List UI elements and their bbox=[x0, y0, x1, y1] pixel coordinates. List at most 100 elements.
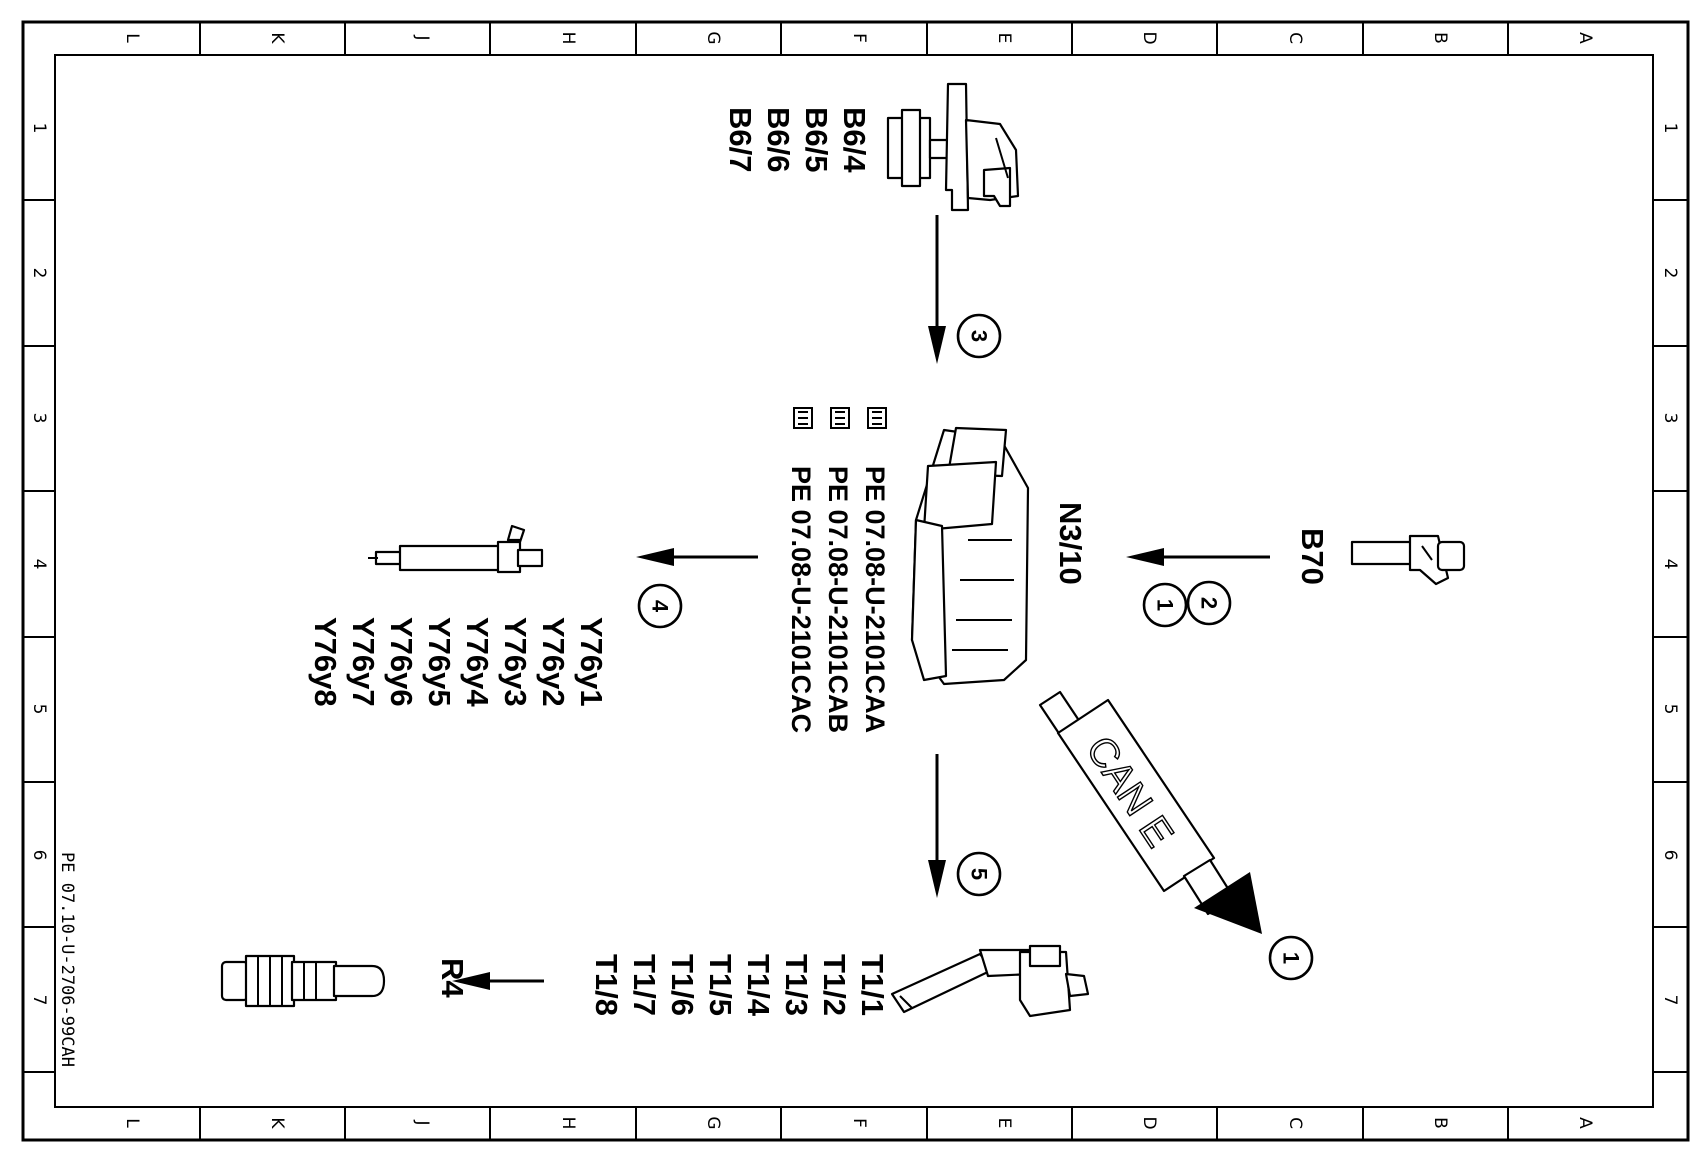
col-letter-top: G bbox=[703, 31, 723, 44]
pointing-hand-icon bbox=[830, 407, 850, 429]
column-letters-bottom: L K J H G F E D C B A bbox=[122, 1116, 1595, 1129]
row-numbers-right: 1 2 3 4 5 6 7 bbox=[1660, 123, 1680, 1006]
col-letter-top: C bbox=[1285, 32, 1305, 44]
arrow-4 bbox=[636, 548, 758, 566]
n3-10-label: N3/10 bbox=[1053, 502, 1088, 585]
t1-label: T1/5 bbox=[703, 954, 738, 1016]
t1-ignition-coil-icon bbox=[890, 944, 1090, 1018]
col-letter-top: D bbox=[1139, 31, 1159, 44]
y76-label: Y76y8 bbox=[308, 617, 343, 707]
callout-1b-number: 1 bbox=[1279, 952, 1304, 964]
row-number-left: 4 bbox=[29, 559, 49, 570]
b70-label: B70 bbox=[1295, 528, 1330, 585]
col-letter-bottom: G bbox=[703, 1116, 723, 1129]
b6-sensor-icon bbox=[886, 82, 1020, 212]
callout-4-number: 4 bbox=[648, 600, 673, 613]
row-number-right: 7 bbox=[1660, 995, 1680, 1006]
row-number-right: 3 bbox=[1660, 413, 1680, 424]
t1-label: T1/3 bbox=[779, 954, 814, 1016]
col-letter-top: B bbox=[1430, 32, 1450, 44]
b6-label: B6/6 bbox=[761, 107, 796, 172]
y76-labels: Y76y1 Y76y2 Y76y3 Y76y4 Y76y5 Y76y6 Y76y… bbox=[308, 617, 609, 707]
callout-3-number: 3 bbox=[967, 330, 992, 342]
row-number-right: 4 bbox=[1660, 559, 1680, 570]
col-letter-top: A bbox=[1575, 32, 1595, 44]
callout-2: 2 bbox=[1186, 580, 1232, 626]
col-letter-top: H bbox=[558, 32, 578, 45]
document-id: PE 07.10-U-2706-99CAH bbox=[57, 852, 77, 1067]
col-letter-bottom: F bbox=[849, 1118, 869, 1128]
callout-1a-number: 1 bbox=[1153, 599, 1178, 611]
grid-ticks-vertical bbox=[23, 199, 1688, 1073]
t1-label: T1/8 bbox=[589, 954, 624, 1016]
col-letter-top: J bbox=[412, 34, 432, 40]
reference-item: PE 07.08-U-2101CAC bbox=[786, 407, 816, 733]
y76-label: Y76y4 bbox=[460, 617, 495, 707]
ecu-n3-10-icon bbox=[910, 426, 1030, 686]
arrow-3 bbox=[928, 215, 946, 364]
reference-text: PE 07.08-U-2101CAC bbox=[786, 466, 816, 733]
arrow-r4 bbox=[452, 972, 544, 990]
col-letter-bottom: H bbox=[558, 1117, 578, 1130]
row-number-right: 5 bbox=[1660, 704, 1680, 715]
b6-labels: B6/4 B6/5 B6/6 B6/7 bbox=[723, 107, 872, 173]
reference-item: PE 07.08-U-2101CAA bbox=[860, 407, 890, 733]
callout-5-number: 5 bbox=[967, 868, 992, 880]
t1-label: T1/1 bbox=[855, 954, 890, 1016]
row-number-left: 1 bbox=[29, 123, 49, 134]
grid-ticks-horizontal bbox=[199, 22, 1509, 1140]
b6-label: B6/4 bbox=[837, 107, 872, 173]
callout-2-number: 2 bbox=[1197, 597, 1222, 609]
col-letter-bottom: E bbox=[994, 1118, 1014, 1129]
row-number-right: 6 bbox=[1660, 850, 1680, 861]
callout-1a: 1 bbox=[1142, 582, 1188, 628]
row-number-left: 3 bbox=[29, 413, 49, 424]
col-letter-bottom: L bbox=[122, 1118, 142, 1128]
row-number-left: 2 bbox=[29, 268, 49, 279]
b70-sensor-icon bbox=[1350, 534, 1466, 586]
row-number-left: 6 bbox=[29, 850, 49, 861]
outer-frame bbox=[21, 20, 1690, 1142]
can-bus-icon: CAN E bbox=[1038, 690, 1262, 934]
pointing-hand-icon bbox=[867, 407, 887, 429]
y76-label: Y76y2 bbox=[536, 617, 571, 707]
t1-label: T1/4 bbox=[741, 954, 776, 1017]
references: PE 07.08-U-2101CAA PE 07.08-U-2101CAB PE… bbox=[786, 407, 890, 733]
reference-text: PE 07.08-U-2101CAB bbox=[823, 466, 853, 733]
col-letter-bottom: K bbox=[267, 1117, 287, 1129]
col-letter-bottom: D bbox=[1139, 1116, 1159, 1129]
t1-label: T1/7 bbox=[627, 954, 662, 1016]
pointing-hand-icon bbox=[793, 407, 813, 429]
col-letter-bottom: A bbox=[1575, 1117, 1595, 1129]
row-number-left: 5 bbox=[29, 704, 49, 715]
inner-frame bbox=[54, 54, 1654, 1108]
y76-label: Y76y3 bbox=[498, 617, 533, 707]
b6-label: B6/5 bbox=[799, 107, 834, 172]
col-letter-top: E bbox=[994, 33, 1014, 44]
callout-1b: 1 bbox=[1268, 935, 1314, 981]
t1-label: T1/6 bbox=[665, 954, 700, 1016]
callout-3: 3 bbox=[956, 313, 1002, 359]
col-letter-bottom: J bbox=[412, 1119, 432, 1125]
row-number-left: 7 bbox=[29, 995, 49, 1006]
col-letter-top: L bbox=[122, 33, 142, 43]
row-numbers-left: 1 2 3 4 5 6 7 bbox=[29, 123, 49, 1006]
col-letter-top: K bbox=[267, 32, 287, 44]
b6-label: B6/7 bbox=[723, 107, 758, 172]
row-number-right: 2 bbox=[1660, 268, 1680, 279]
y76-label: Y76y7 bbox=[346, 617, 381, 707]
column-letters-top: L K J H G F E D C B A bbox=[122, 31, 1595, 44]
col-letter-bottom: B bbox=[1430, 1117, 1450, 1129]
callout-4: 4 bbox=[637, 583, 683, 629]
t1-label: T1/2 bbox=[817, 954, 852, 1016]
r4-label: R4 bbox=[435, 958, 470, 998]
row-number-right: 1 bbox=[1660, 123, 1680, 134]
callout-5: 5 bbox=[956, 851, 1002, 897]
y76-label: Y76y5 bbox=[422, 617, 457, 707]
col-letter-top: F bbox=[849, 33, 869, 43]
reference-item: PE 07.08-U-2101CAB bbox=[823, 407, 853, 733]
y76-injector-icon bbox=[368, 524, 544, 574]
col-letter-bottom: C bbox=[1285, 1117, 1305, 1129]
arrow-5 bbox=[928, 754, 946, 898]
